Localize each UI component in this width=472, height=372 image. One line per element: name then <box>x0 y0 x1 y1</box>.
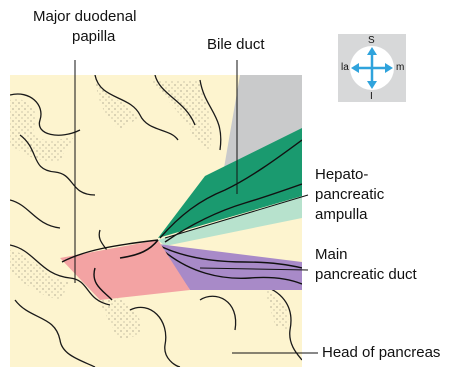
label-main-pancreatic-duct-2: pancreatic duct <box>315 266 417 284</box>
compass-lateral: la <box>341 62 349 73</box>
label-hepatopancreatic-ampulla-1: Hepato- <box>315 166 368 184</box>
label-head-of-pancreas: Head of pancreas <box>322 344 440 362</box>
compass-inferior: I <box>370 91 373 102</box>
label-main-pancreatic-duct-1: Main <box>315 246 348 264</box>
label-hepatopancreatic-ampulla-2: pancreatic <box>315 186 384 204</box>
label-bile-duct: Bile duct <box>207 36 265 54</box>
label-hepatopancreatic-ampulla-3: ampulla <box>315 206 368 224</box>
label-major-duodenal-papilla-1: Major duodenal <box>33 8 136 26</box>
compass-superior: S <box>368 35 375 46</box>
label-major-duodenal-papilla-2: papilla <box>72 28 115 46</box>
compass-medial: m <box>396 62 404 73</box>
